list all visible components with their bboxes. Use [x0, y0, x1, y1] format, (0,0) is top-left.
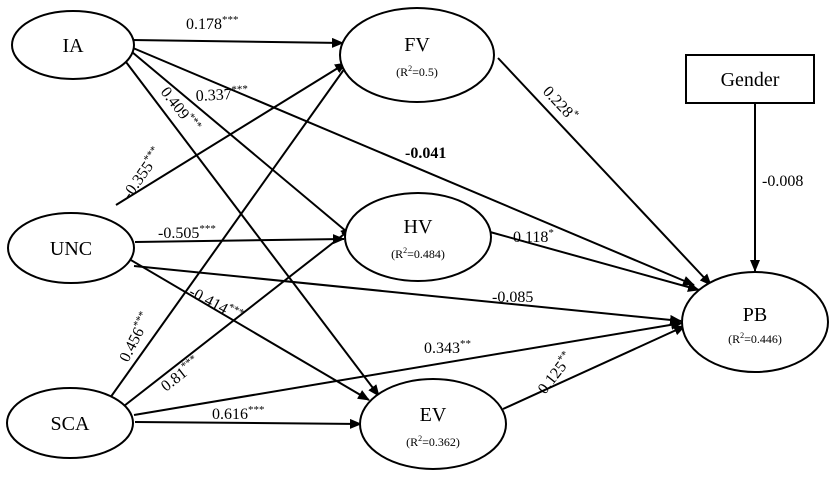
node-ev-label: EV — [420, 404, 447, 426]
coef-ia-hv: 0.337*** — [195, 83, 248, 105]
edge-fv-pb — [497, 57, 712, 286]
edge-unc-hv — [134, 234, 345, 245]
coef-unc-hv: -0.505*** — [158, 223, 216, 242]
node-hv-r2: (R2=0.484) — [391, 246, 445, 261]
edge-sca-pb — [133, 319, 683, 416]
coef-ia-fv: 0.178*** — [186, 14, 239, 33]
coef-sca-fv: 0.456*** — [115, 309, 156, 364]
edge-sca-hv — [123, 227, 353, 407]
node-pb-label: PB — [743, 304, 767, 326]
node-ev-shape — [359, 378, 507, 470]
node-fv-shape — [339, 7, 495, 103]
edge-ia-ev — [125, 61, 380, 397]
coef-ev-pb: 0.125** — [533, 349, 577, 398]
edge-sca-ev — [134, 418, 362, 429]
node-ia-label: IA — [62, 35, 84, 57]
edge-unc-pb — [133, 265, 682, 325]
edge-sca-fv — [109, 60, 351, 399]
coef-hv-pb: 0.118* — [513, 227, 554, 246]
coef-unc-pb: -0.085 — [492, 289, 533, 306]
node-gender: Gender — [685, 54, 815, 104]
node-fv-label: FV — [404, 34, 430, 56]
node-hv-label: HV — [404, 216, 433, 238]
node-pb: PB (R2=0.446) — [681, 271, 829, 373]
node-pb-r2: (R2=0.446) — [728, 331, 782, 346]
node-ev: EV (R2=0.362) — [359, 378, 507, 470]
edge-ia-hv — [131, 51, 354, 238]
edge-ia-fv — [131, 37, 344, 48]
node-sca: SCA — [6, 387, 134, 459]
node-ia: IA — [11, 10, 135, 80]
node-gender-label: Gender — [721, 69, 780, 91]
node-unc-shape — [7, 212, 135, 284]
node-ia-shape — [11, 10, 135, 80]
edge-ev-pb — [502, 325, 686, 410]
edge-unc-fv — [115, 62, 347, 206]
node-unc: UNC — [7, 212, 135, 284]
node-pb-shape — [681, 271, 829, 373]
coef-sca-ev: 0.616*** — [212, 404, 265, 423]
node-sca-shape — [6, 387, 134, 459]
coef-gender-pb: -0.008 — [762, 173, 803, 190]
edge-hv-pb — [489, 231, 700, 292]
coef-sca-pb: 0.343** — [424, 338, 471, 357]
coef-unc-ev: -0.414*** — [186, 282, 246, 326]
coef-unc-fv: -0.355*** — [118, 144, 167, 202]
node-gender-shape — [685, 54, 815, 104]
node-fv-r2: (R2=0.5) — [396, 64, 438, 79]
node-hv-shape — [344, 192, 492, 282]
edge-unc-ev — [123, 255, 370, 401]
node-ev-r2: (R2=0.362) — [406, 434, 460, 449]
node-hv: HV (R2=0.484) — [344, 192, 492, 282]
node-sca-label: SCA — [51, 413, 90, 435]
node-unc-label: UNC — [50, 238, 92, 260]
coef-ia-pb: -0.041 — [405, 145, 446, 162]
edge-ia-pb — [132, 47, 695, 286]
coef-fv-pb: 0.228* — [539, 82, 581, 125]
node-fv: FV (R2=0.5) — [339, 7, 495, 103]
